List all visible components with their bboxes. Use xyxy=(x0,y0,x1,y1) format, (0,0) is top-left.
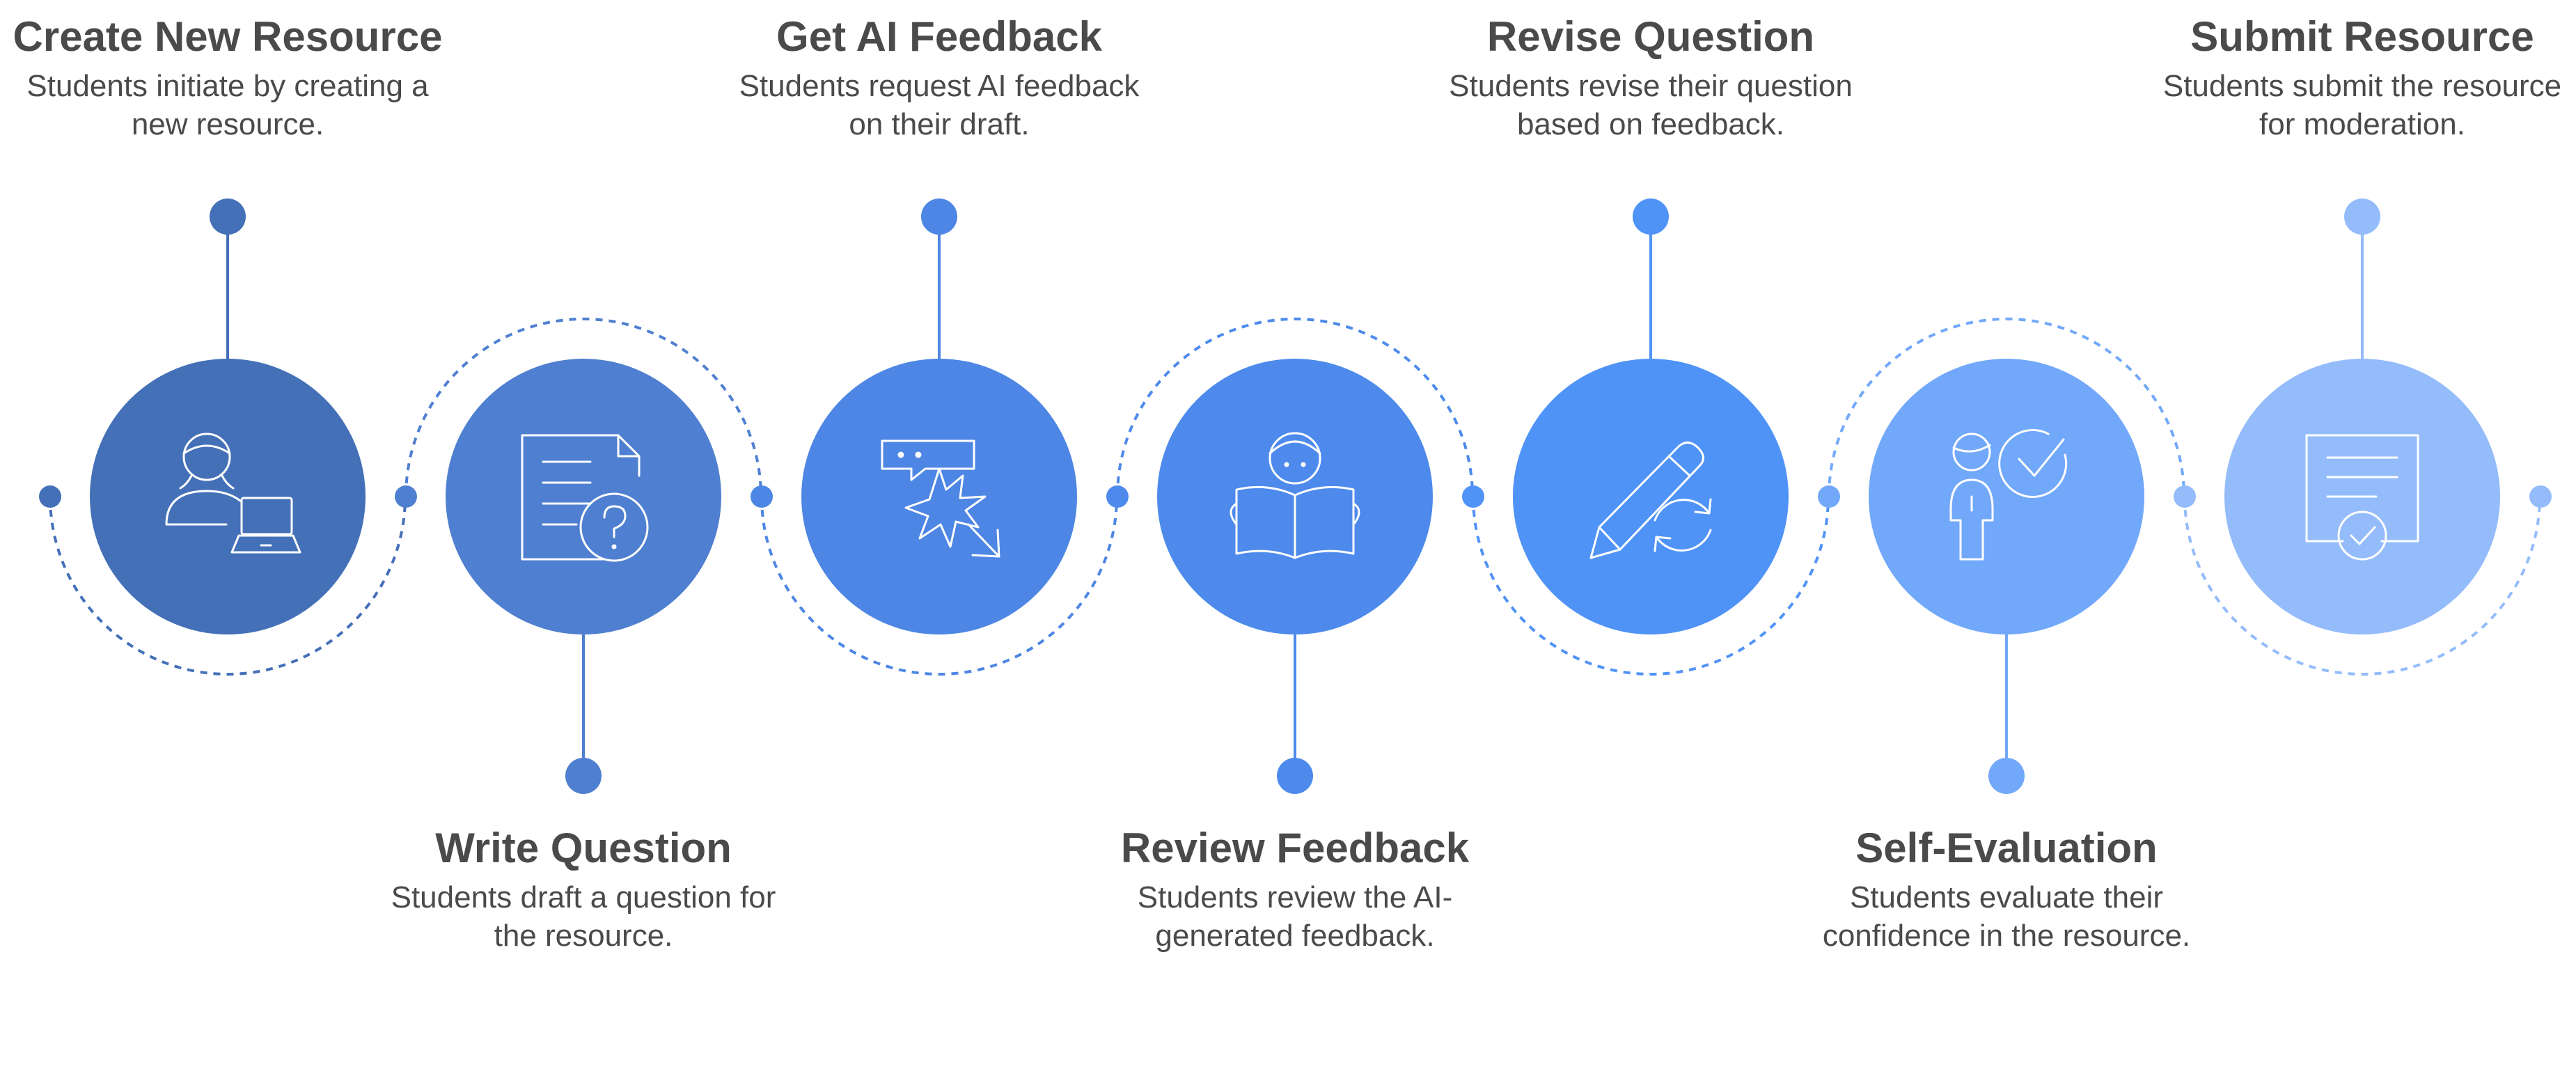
step-description-line: Students review the AI- xyxy=(1137,880,1453,914)
stem-dot xyxy=(210,198,246,235)
stem-dot xyxy=(2344,198,2380,235)
step-circle xyxy=(90,359,366,634)
step-title: Write Question xyxy=(435,825,732,871)
junction-dot xyxy=(1462,485,1484,508)
step-description: Students request AI feedback on their dra… xyxy=(702,67,1176,143)
junction-dot xyxy=(1818,485,1840,508)
document-question-icon xyxy=(521,434,649,562)
person-check-icon xyxy=(1949,428,2068,561)
step-description-line: for moderation. xyxy=(2259,107,2465,141)
junction-dot xyxy=(2174,485,2196,508)
arc-connector xyxy=(2183,496,2541,676)
arc-connector xyxy=(1828,318,2185,497)
stem-dot xyxy=(565,758,602,794)
stem-dot xyxy=(921,198,957,235)
step-title: Submit Resource xyxy=(2190,13,2534,60)
pencil-refresh-icon xyxy=(1589,442,1712,559)
person-laptop-icon xyxy=(165,433,301,554)
step-circle xyxy=(1513,359,1789,634)
step-description-line: confidence in the resource. xyxy=(1822,919,2191,953)
arc-connector xyxy=(405,318,762,497)
arc-connector xyxy=(1472,496,1830,676)
step-circle xyxy=(446,359,721,634)
step-description: Students revise their question based on f… xyxy=(1414,67,1887,143)
step-title: Create New Resource xyxy=(13,13,443,60)
step-description-line: the resource. xyxy=(494,919,673,953)
junction-dot xyxy=(395,485,417,508)
step-title: Self-Evaluation xyxy=(1855,825,2158,871)
step-circle xyxy=(1869,359,2144,634)
arc-connector xyxy=(49,496,407,676)
junction-dot xyxy=(39,485,61,508)
step-description-line: Students initiate by creating a xyxy=(26,69,429,103)
junction-dot xyxy=(751,485,773,508)
step-description-line: based on feedback. xyxy=(1516,107,1785,141)
step-description: Students draft a question for the resourc… xyxy=(347,878,820,955)
step-description-line: on their draft. xyxy=(849,107,1030,141)
stem-dot xyxy=(1633,198,1669,235)
step-circles xyxy=(90,359,2500,634)
step-description: Students submit the resource for moderati… xyxy=(2126,67,2576,143)
step-circle xyxy=(801,359,1077,634)
step-description: Students review the AI-generated feedbac… xyxy=(1058,878,1532,955)
step-description: Students evaluate their confidence in the… xyxy=(1770,878,2243,955)
connector-arcs xyxy=(39,318,2552,676)
stem-dot xyxy=(1988,758,2025,794)
arc-connector xyxy=(760,496,1118,676)
step-description-line: Students submit the resource xyxy=(2162,69,2562,103)
step-title: Get AI Feedback xyxy=(776,13,1102,60)
step-title: Review Feedback xyxy=(1120,825,1470,871)
step-description-line: Students draft a question for xyxy=(391,880,776,914)
junction-dot xyxy=(1106,485,1129,508)
step-description-line: Students revise their question xyxy=(1449,69,1853,103)
step-description: Students initiate by creating a new resou… xyxy=(0,67,464,143)
arc-connector xyxy=(1116,318,1474,497)
chat-click-icon xyxy=(881,439,1000,558)
certificate-check-icon xyxy=(2305,434,2419,561)
step-icons xyxy=(165,428,2419,562)
stem-dot xyxy=(1277,758,1313,794)
step-description-line: Students request AI feedback xyxy=(739,69,1140,103)
junction-dot xyxy=(2529,485,2552,508)
step-title: Revise Question xyxy=(1486,13,1815,60)
connector-stems xyxy=(210,198,2380,794)
person-reading-icon xyxy=(1230,432,1360,559)
step-description-line: Students evaluate their xyxy=(1849,880,2164,914)
step-description-line: generated feedback. xyxy=(1155,919,1435,953)
step-description-line: new resource. xyxy=(131,107,324,141)
